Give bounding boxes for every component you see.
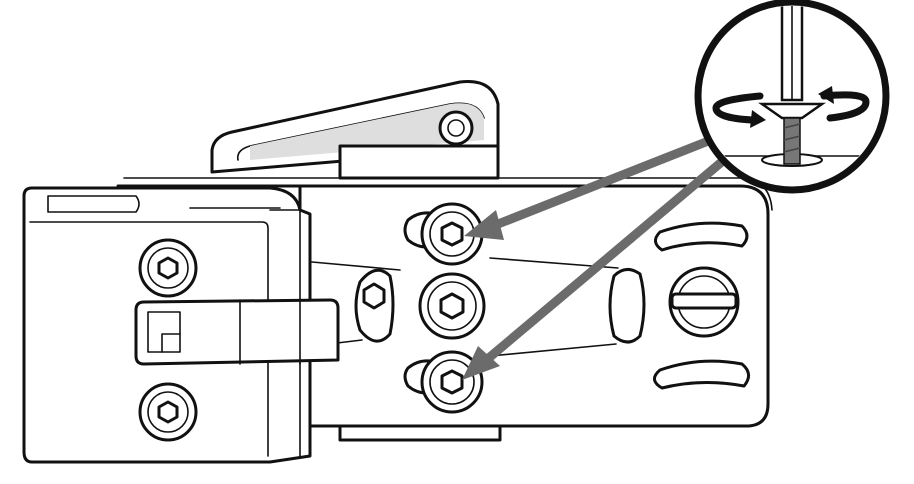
adjustment-slots (354, 211, 750, 395)
hinge-arm (210, 79, 500, 180)
hinge-block (22, 186, 340, 464)
hex-screw-middle (418, 272, 486, 340)
cam-screw (668, 266, 740, 338)
hex-screw-small-left (362, 282, 386, 310)
screwdriver-callout (694, 0, 890, 194)
pointer-arrow-bottom (462, 156, 727, 380)
pointer-arrow-top (464, 133, 718, 240)
hex-screw-bottom (420, 350, 484, 414)
